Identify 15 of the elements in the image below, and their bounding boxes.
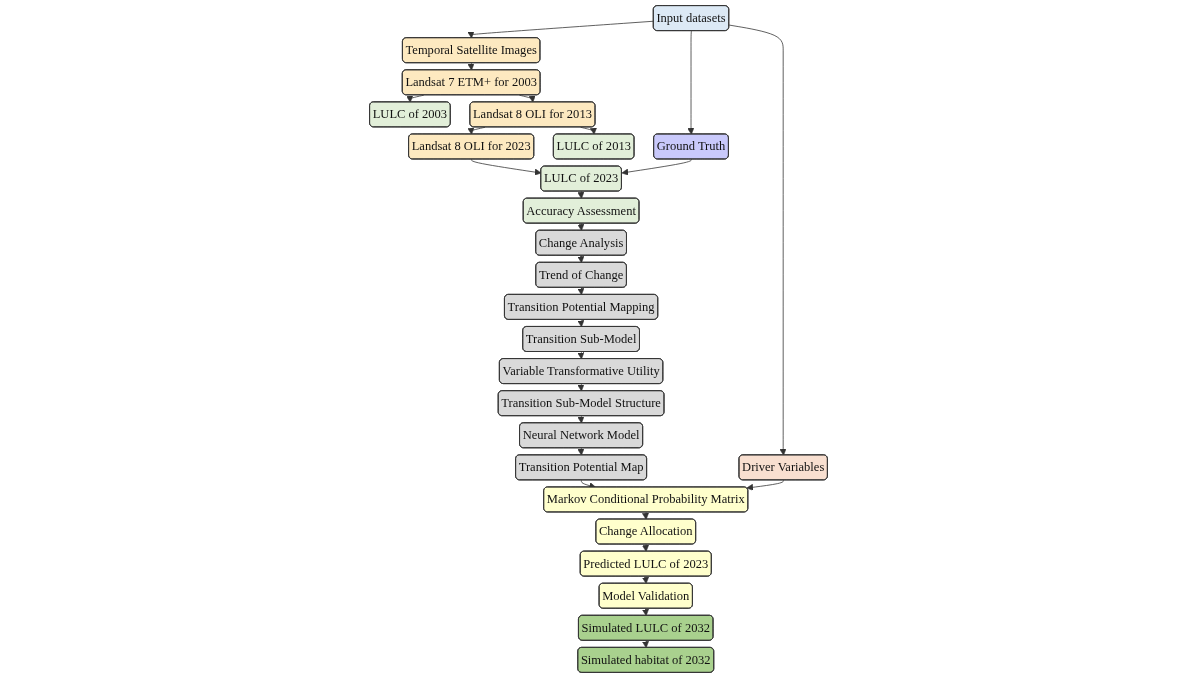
arrow <box>577 383 585 391</box>
arrow <box>577 351 585 359</box>
arrow <box>577 318 585 327</box>
arrow <box>577 447 585 456</box>
arrow <box>467 62 475 70</box>
arrow <box>577 254 585 263</box>
arrow <box>577 222 585 231</box>
arrow <box>577 415 585 423</box>
arrow <box>577 286 585 295</box>
arrow <box>642 543 649 552</box>
arrow <box>577 190 585 199</box>
arrow <box>642 607 649 616</box>
arrow <box>642 511 649 520</box>
arrow <box>642 639 649 648</box>
arrow <box>642 575 649 584</box>
